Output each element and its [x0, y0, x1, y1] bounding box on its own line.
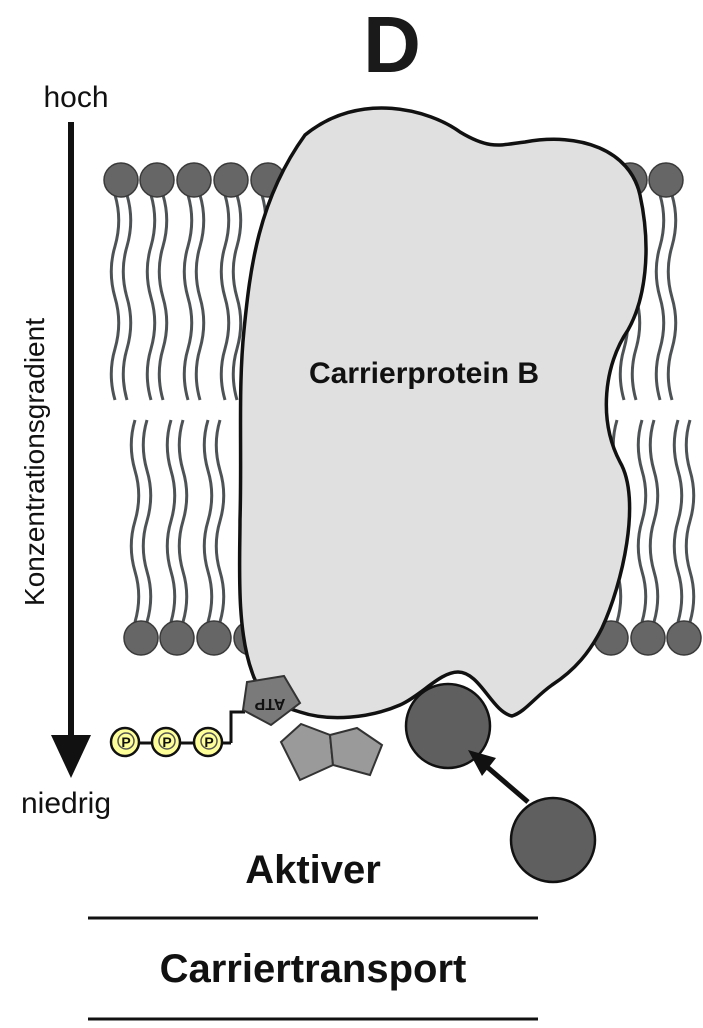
lipid-tail [157, 194, 169, 401]
lipid-tail [182, 194, 194, 401]
lipid-head [196, 620, 232, 656]
lipid-tail [194, 194, 206, 401]
lipid-tail [141, 419, 153, 623]
lipid-head [666, 620, 702, 656]
phosphate-chain: P P P [109, 726, 231, 758]
lipid-head [648, 162, 684, 198]
carrier-protein-label: Carrierprotein B [309, 357, 539, 390]
lipid-tail [177, 419, 189, 623]
atp-triphosphate-pentagon [241, 674, 302, 727]
gradient-axis-label: Konzentrationsgradient [19, 318, 50, 606]
lipid-tail [165, 419, 177, 623]
substrate-bound [404, 682, 492, 770]
lipid-tail [231, 194, 243, 401]
lipid-head [176, 162, 212, 198]
lipid-tail [145, 194, 157, 401]
lipid-tail [121, 194, 133, 401]
substrate-free [509, 796, 597, 884]
gradient-low-label: niedrig [21, 787, 111, 820]
lipid-tail [129, 419, 141, 623]
lipid-head [139, 162, 175, 198]
lipid-tail [202, 419, 214, 623]
lipid-tail [684, 419, 696, 623]
lipid-tail [672, 419, 684, 623]
lipid-head [103, 162, 139, 198]
gradient-high-label: hoch [43, 81, 108, 114]
adenosine-ring-right [328, 726, 384, 777]
lipid-tail [666, 194, 678, 401]
carrier-protein [237, 106, 648, 720]
lipid-head [213, 162, 249, 198]
panel-letter: D [363, 0, 421, 89]
phosphate-1: P [109, 726, 141, 758]
atp-label: ATP [254, 695, 285, 712]
gradient-arrow [51, 122, 91, 778]
caption-line-2: Carriertransport [160, 947, 467, 991]
adenosine-ring-left [279, 722, 335, 782]
svg-text:P: P [121, 734, 130, 750]
lipid-tail [219, 194, 231, 401]
svg-text:P: P [204, 734, 213, 750]
substrate-arrow [468, 750, 530, 804]
lipid-tail [636, 419, 648, 623]
lipid-tail [648, 419, 660, 623]
caption-line-1: Aktiver [245, 848, 381, 892]
svg-text:P: P [162, 734, 171, 750]
phosphate-3: P [192, 726, 224, 758]
lipid-tail [109, 194, 121, 401]
lipid-tail [214, 419, 226, 623]
atp-molecule: ATP [229, 674, 384, 782]
lipid-tail [654, 194, 666, 401]
lipid-head [123, 620, 159, 656]
lipid-head [630, 620, 666, 656]
phosphate-2: P [150, 726, 182, 758]
lipid-head [159, 620, 195, 656]
